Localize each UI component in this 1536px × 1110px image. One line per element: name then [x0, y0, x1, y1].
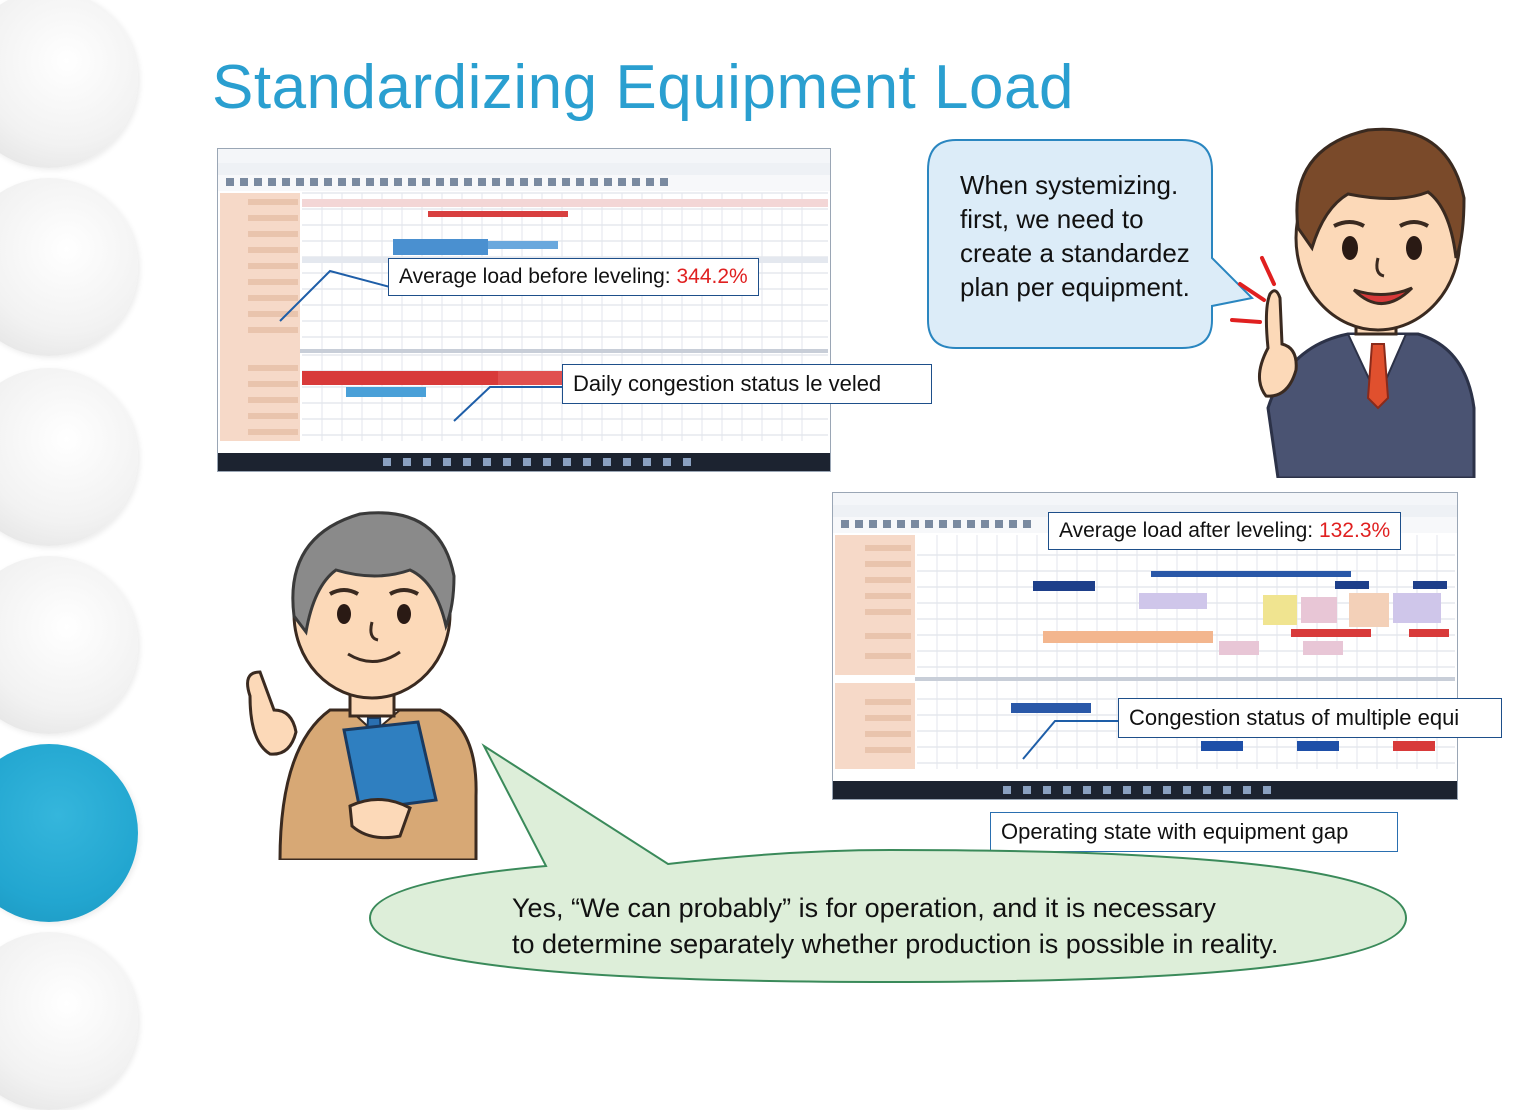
- manager-with-folder-icon: [246, 511, 478, 860]
- callout-congestion-text: Daily congestion status le veled: [573, 371, 882, 396]
- decorative-circle-2: [0, 178, 138, 356]
- screenshot-before-leveling: [217, 148, 831, 472]
- page-title: Standardizing Equipment Load: [212, 53, 1074, 122]
- speech-bubble-bottom: [368, 743, 1408, 984]
- callout-load-after-value: 132.3%: [1318, 519, 1391, 542]
- decorative-circle-active: [0, 744, 138, 922]
- callout-multiple-congestion-text: Congestion status of multiple equi: [1129, 705, 1460, 730]
- decorative-circle-1: [0, 0, 138, 168]
- speech-top-text: When systemizing. first, we need to crea…: [960, 168, 1220, 304]
- decorative-circle-4: [0, 556, 138, 734]
- callout-load-value: 344.2%: [676, 265, 748, 288]
- callout-load-after-label: Average load after leveling:: [1059, 519, 1319, 542]
- speech-top-line-2: first, we need to: [960, 204, 1144, 234]
- speech-bottom-line-1: Yes, “We can probably” is for operation,…: [512, 893, 1216, 923]
- callout-daily-congestion: Daily congestion status le veled: [562, 364, 932, 404]
- speech-bubble-top: [927, 139, 1255, 349]
- decorative-circle-6: [0, 932, 138, 1110]
- businessman-pointing-icon: [1230, 127, 1476, 478]
- speech-top-line-1: When systemizing.: [960, 170, 1179, 200]
- speech-bottom-text: Yes, “We can probably” is for operation,…: [512, 890, 1372, 962]
- decorative-circle-3: [0, 368, 138, 546]
- speech-top-line-4: plan per equipment.: [960, 272, 1190, 302]
- speech-top-line-3: create a standardez: [960, 238, 1190, 268]
- callout-average-load-before: Average load before leveling: 344.2%: [388, 258, 759, 296]
- callout-load-label: Average load before leveling:: [399, 265, 677, 288]
- speech-bottom-line-2: to determine separately whether producti…: [512, 929, 1279, 959]
- caption-operating-state: Operating state with equipment gap: [990, 812, 1398, 852]
- callout-average-load-after: Average load after leveling: 132.3%: [1048, 512, 1402, 550]
- caption-operating-state-text: Operating state with equipment gap: [1001, 819, 1349, 844]
- callout-multiple-congestion: Congestion status of multiple equi: [1118, 698, 1502, 738]
